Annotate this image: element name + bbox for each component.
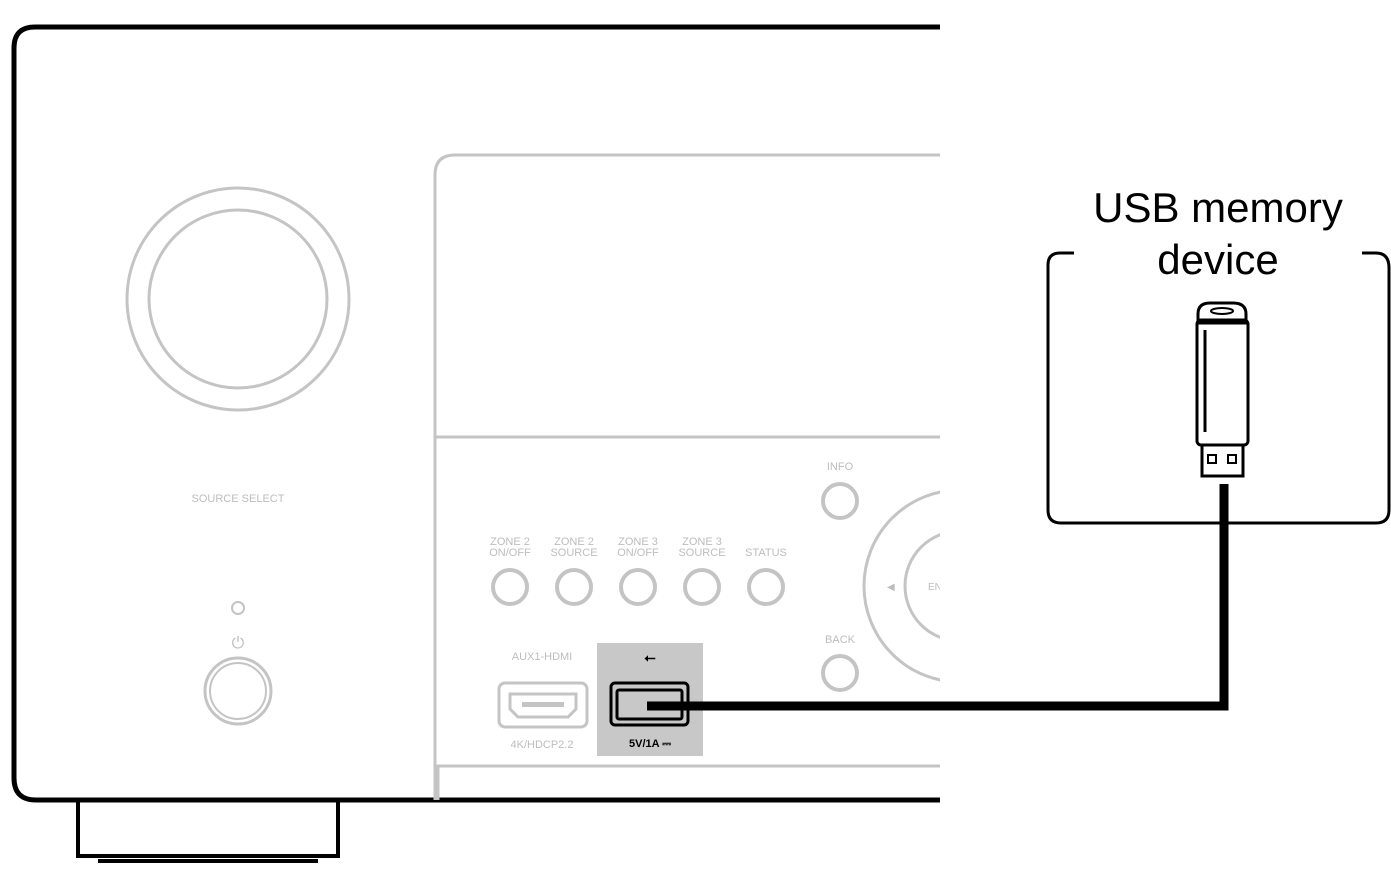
zone3-onoff-label-line2: ON/OFF — [617, 547, 659, 559]
status-button[interactable] — [747, 568, 785, 606]
status-label: STATUS — [745, 547, 787, 559]
hdmi-pin-strip — [522, 702, 564, 707]
info-label: INFO — [827, 461, 854, 473]
back-label: BACK — [825, 634, 856, 646]
usb-rating-label: 5V/1A ⎓ — [629, 738, 671, 750]
zone3-onoff-label-line1: ZONE 3 — [618, 536, 658, 548]
display-window — [433, 153, 940, 439]
info-button[interactable] — [821, 482, 859, 520]
receiver-foot — [76, 800, 340, 858]
zone2-onoff-label-line1: ZONE 2 — [490, 536, 530, 548]
usb-cable — [647, 484, 1229, 711]
usb-device-label-line1: USB memory — [1093, 184, 1343, 231]
zone3-source-label-line2: SOURCE — [678, 547, 725, 559]
receiver-body — [11, 24, 940, 803]
usb-memory-stick — [1195, 301, 1250, 478]
zone-button-group: ZONE 2 ON/OFF ZONE 2 SOURCE ZONE 3 ON/OF… — [489, 536, 787, 606]
enter-button[interactable] — [903, 531, 1015, 641]
power-icon: ⏻ — [232, 635, 245, 652]
hdmi-port[interactable] — [497, 681, 589, 729]
back-button[interactable] — [821, 654, 859, 692]
usb-symbol-icon: ⭠ — [644, 649, 655, 665]
source-select-knob-inner — [147, 208, 329, 390]
cursor-ring[interactable] — [862, 490, 1056, 682]
zone2-onoff-label-line2: ON/OFF — [489, 547, 531, 559]
zone3-onoff-button[interactable] — [619, 568, 657, 606]
source-select-knob-outer — [125, 186, 351, 412]
hdmi-spec-label: 4K/HDCP2.2 — [511, 739, 574, 751]
zone2-source-label-line2: SOURCE — [550, 547, 597, 559]
usb-port-panel — [597, 643, 703, 756]
power-indicator-led — [231, 601, 245, 615]
zone3-source-label-line1: ZONE 3 — [682, 536, 722, 548]
zone3-source-button[interactable] — [683, 568, 721, 606]
power-button-inner — [209, 662, 267, 720]
source-select-label: SOURCE SELECT — [192, 493, 285, 505]
power-button[interactable] — [203, 656, 273, 726]
hdmi-connector-icon — [508, 692, 578, 719]
cursor-left-icon: ◀ — [887, 582, 895, 593]
hdmi-label: AUX1-HDMI — [512, 651, 573, 663]
zone2-source-button[interactable] — [555, 568, 593, 606]
cursor-control: EN ◀ — [862, 490, 1056, 682]
enter-label: EN — [928, 582, 942, 593]
usb-device-label-line2: device — [1157, 236, 1278, 283]
lower-door — [436, 764, 940, 800]
zone2-onoff-button[interactable] — [491, 568, 529, 606]
usb-device-frame — [1046, 251, 1391, 525]
zone2-source-label-line1: ZONE 2 — [554, 536, 594, 548]
